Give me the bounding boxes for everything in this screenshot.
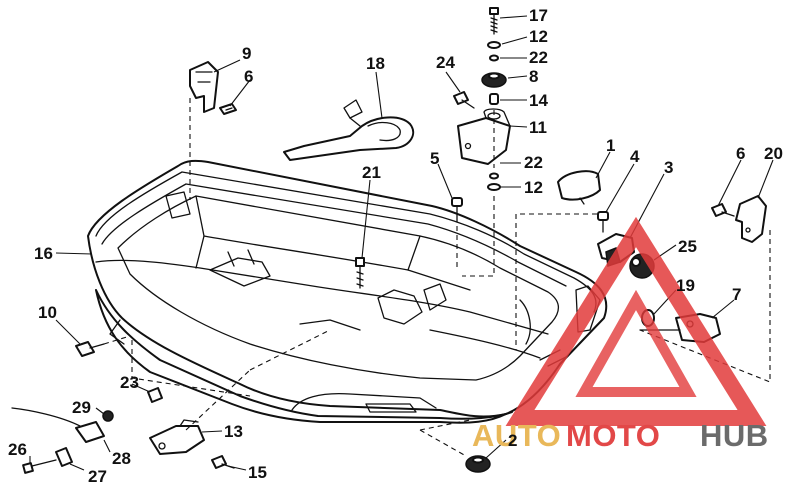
- part-21-bolt: [355, 257, 365, 289]
- part-6-screw-left: [219, 103, 237, 115]
- watermark-moto: MOTO: [566, 418, 660, 453]
- part-18-lever: [283, 99, 415, 161]
- callout-3: 3: [664, 158, 673, 177]
- part-8-grommet: [481, 72, 507, 88]
- callout-19: 19: [676, 276, 695, 295]
- part-6-screw-right: [711, 203, 735, 217]
- callout-6-left: 6: [244, 67, 253, 86]
- callout-16: 16: [34, 244, 53, 263]
- part-11-mount: [457, 108, 511, 165]
- watermark-triangle: [505, 216, 767, 426]
- callout-25: 25: [678, 237, 697, 256]
- callout-26: 26: [8, 440, 27, 459]
- callout-12-top: 12: [529, 27, 548, 46]
- part-24-screw: [453, 91, 475, 109]
- callout-18: 18: [366, 54, 385, 73]
- part-17-bolt: [489, 7, 499, 35]
- part-12-washer-bottom: [487, 183, 501, 191]
- callout-12-bottom: 12: [524, 178, 543, 197]
- part-22-washer-bottom: [489, 172, 499, 180]
- callout-9: 9: [242, 44, 251, 63]
- part-14-sleeve: [489, 93, 499, 105]
- callout-14: 14: [529, 91, 548, 110]
- callout-5: 5: [430, 149, 439, 168]
- callout-20: 20: [764, 144, 783, 163]
- automotohub-watermark: AUTO MOTO HUB: [472, 216, 769, 453]
- part-22-washer-top: [489, 54, 499, 62]
- part-29-nut: [102, 410, 114, 422]
- part-10-screw: [75, 341, 105, 357]
- callout-17: 17: [529, 6, 548, 25]
- callout-24: 24: [436, 53, 455, 72]
- part-26-bolt: [22, 459, 57, 474]
- callout-8: 8: [529, 67, 538, 86]
- watermark-inner-triangle: [575, 289, 697, 397]
- part-4-screw: [597, 211, 609, 233]
- callout-7: 7: [732, 285, 741, 304]
- callout-28: 28: [112, 449, 131, 468]
- callout-4: 4: [630, 147, 640, 166]
- part-20-bracket: [735, 195, 767, 243]
- callout-29: 29: [72, 398, 91, 417]
- part-5-screw: [451, 197, 463, 223]
- watermark-auto: AUTO: [472, 418, 561, 453]
- callout-10: 10: [38, 303, 57, 322]
- callout-labels: 17 12 22 8 14 11 24 18 9 6 5 22 12 1 4 3…: [8, 6, 783, 486]
- part-13-bracket: [149, 419, 205, 455]
- part-1-cap: [557, 170, 601, 205]
- callout-6-right: 6: [736, 144, 745, 163]
- callout-13: 13: [224, 422, 243, 441]
- callout-22-bottom: 22: [524, 153, 543, 172]
- part-12-washer-top: [487, 41, 501, 49]
- part-23-clip: [147, 387, 163, 403]
- assembly-lines: [103, 98, 771, 457]
- part-28-cable-clamp: [11, 407, 105, 443]
- callout-27: 27: [88, 467, 107, 486]
- callout-2: 2: [508, 431, 517, 450]
- part-9-bracket: [189, 61, 219, 113]
- part-27-plate: [55, 447, 73, 467]
- callout-23: 23: [120, 373, 139, 392]
- watermark-hub: HUB: [700, 418, 769, 453]
- callout-15: 15: [248, 463, 267, 482]
- callout-21: 21: [362, 163, 381, 182]
- callout-1: 1: [606, 136, 615, 155]
- part-2-grommet: [465, 455, 491, 473]
- callout-22-top: 22: [529, 48, 548, 67]
- callout-11: 11: [529, 118, 547, 137]
